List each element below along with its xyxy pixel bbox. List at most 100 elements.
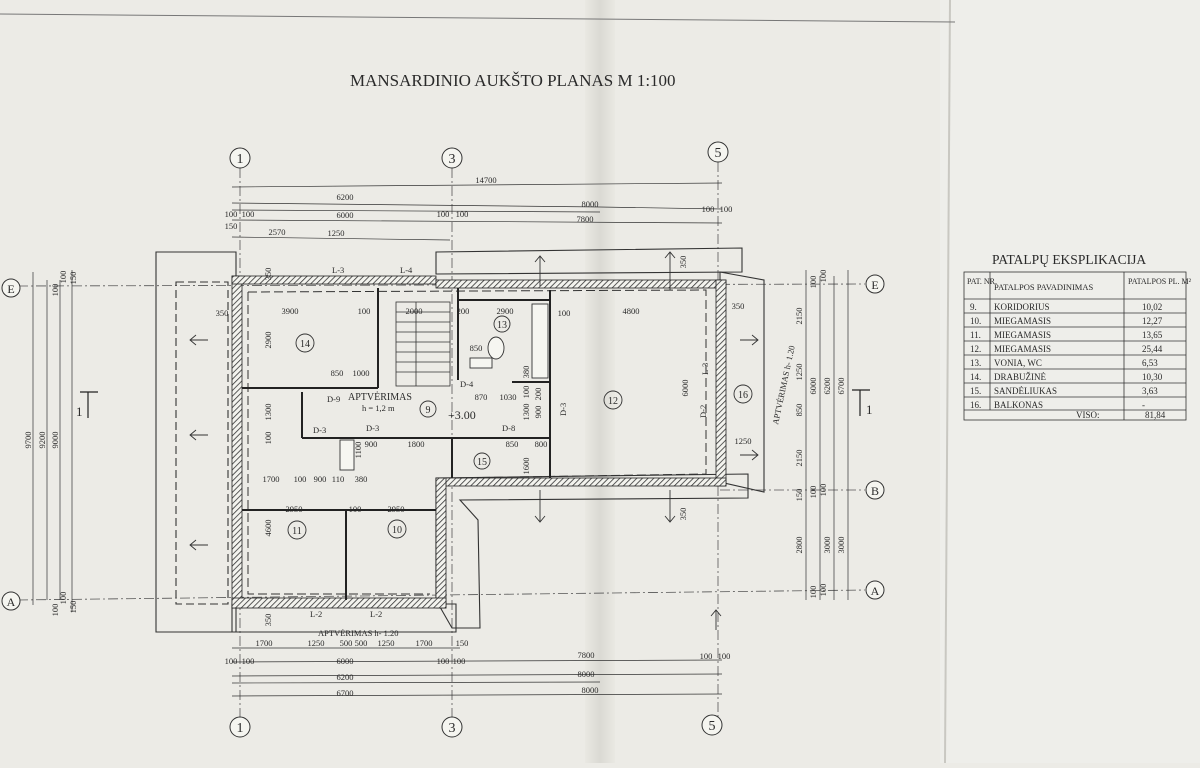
dimension-label: 6200 bbox=[337, 672, 354, 682]
dimension-label: 350 bbox=[216, 308, 229, 318]
dimension-label: 2570 bbox=[269, 227, 286, 237]
dimension-label: 150 bbox=[68, 272, 78, 285]
dimension-label: 150 bbox=[225, 221, 238, 231]
dimension-label: 8000 bbox=[582, 199, 599, 209]
dimension-label: 2950 bbox=[286, 504, 303, 514]
axis-label: 5 bbox=[715, 146, 722, 161]
window-label: L-2 bbox=[370, 609, 382, 619]
window-label: L-3 bbox=[332, 265, 344, 275]
railing-label: APTVĖRIMAS h- 1.20 bbox=[318, 628, 399, 638]
dimension-label: 150 bbox=[68, 601, 78, 614]
dimension-label: 350 bbox=[263, 268, 273, 281]
dimension-label: 100 bbox=[808, 276, 818, 289]
explication-cell-name: BALKONAS bbox=[994, 400, 1043, 410]
dimension-label: 100 bbox=[521, 386, 531, 399]
axis-label: E bbox=[871, 278, 878, 292]
railing-height: h = 1,2 m bbox=[362, 403, 395, 413]
dimension-label: 870 bbox=[475, 392, 488, 402]
dimension-label: 850 bbox=[794, 404, 804, 417]
dimension-label: 100 bbox=[818, 270, 828, 283]
door-label: D-3 bbox=[313, 425, 326, 435]
door-label: D-2 bbox=[698, 405, 708, 418]
dimension-label: 100 bbox=[720, 204, 733, 214]
room-number: 15 bbox=[477, 457, 487, 468]
dimension-label: 9200 bbox=[37, 432, 47, 449]
dimension-label: 100 bbox=[225, 656, 238, 666]
dimension-label: 850 bbox=[470, 343, 483, 353]
dimension-label: 100 bbox=[437, 209, 450, 219]
axis-label: 1 bbox=[237, 721, 244, 736]
axis-bubble-right-E bbox=[865, 274, 885, 294]
axis-bubble-top-1 bbox=[229, 147, 251, 169]
room-number: 10 bbox=[392, 525, 402, 536]
dimension-label: 500 bbox=[355, 638, 368, 648]
explication-cell-name: KORIDORIUS bbox=[994, 302, 1050, 312]
dimension-label: 850 bbox=[506, 439, 519, 449]
left-dimensions: 9700 9200 9000 100 100 150 100 100 150 bbox=[23, 271, 78, 617]
dimension-label: 7800 bbox=[577, 214, 594, 224]
dimension-label: 3900 bbox=[282, 306, 299, 316]
top-dimensions: 14700 6200 8000 6000 7800 100 100 100 10… bbox=[225, 175, 733, 238]
balcony-outlines bbox=[155, 247, 765, 633]
axis-label: B bbox=[871, 484, 879, 498]
dimension-label: 900 bbox=[365, 439, 378, 449]
left-dimension-lines bbox=[32, 270, 73, 612]
axis-label: 3 bbox=[449, 721, 456, 736]
axis-bubble-left-A bbox=[1, 591, 21, 611]
explication-cell-name: MIEGAMASIS bbox=[994, 344, 1051, 354]
dimension-label: 100 bbox=[358, 306, 371, 316]
dimension-label: 1030 bbox=[500, 392, 517, 402]
paper-right-sheet bbox=[940, 0, 1200, 763]
door-label: D-9 bbox=[327, 394, 340, 404]
door-label: D-4 bbox=[460, 379, 474, 389]
plan-title: MANSARDINIO AUKŠTO PLANAS M 1:100 bbox=[350, 71, 676, 90]
dimension-label: 1000 bbox=[353, 368, 370, 378]
explication-cell-nr: 9. bbox=[970, 302, 977, 312]
dimension-label: 9000 bbox=[50, 432, 60, 449]
explication-cell-nr: 14. bbox=[970, 372, 981, 382]
door-label: D-3 bbox=[558, 403, 568, 416]
dimension-label: 100 bbox=[818, 484, 828, 497]
top-roof-edge bbox=[435, 247, 743, 275]
dimension-label: 6700 bbox=[836, 378, 846, 395]
dimension-label: 1250 bbox=[794, 364, 804, 381]
room-number: 13 bbox=[497, 320, 507, 331]
dimension-label: 2800 bbox=[794, 537, 804, 554]
dimension-label: 350 bbox=[263, 614, 273, 627]
room-bubbles bbox=[287, 315, 753, 540]
explication-table: PATALPŲ EKSPLIKACIJA PAT. NR. PATALPOS P… bbox=[963, 252, 1192, 421]
dimension-label: 1600 bbox=[521, 458, 531, 475]
dimension-label: 100 bbox=[349, 504, 362, 514]
explication-cell-area: 6,53 bbox=[1142, 358, 1158, 368]
level-mark: +3.00 bbox=[448, 408, 476, 422]
dimension-label: 200 bbox=[533, 388, 543, 401]
top-dimension-lines bbox=[231, 182, 723, 241]
dimension-label: 100 bbox=[808, 486, 818, 499]
dimension-label: 100 bbox=[58, 271, 68, 284]
dimension-label: 350 bbox=[732, 301, 745, 311]
dimension-label: 2900 bbox=[263, 332, 273, 349]
explication-total-value: 81,84 bbox=[1145, 410, 1166, 420]
dimension-label: 100 bbox=[718, 651, 731, 661]
bathtub bbox=[531, 303, 549, 379]
sheet-frame-top bbox=[0, 13, 956, 23]
dimension-label: 380 bbox=[355, 474, 368, 484]
dimension-label: 3000 bbox=[836, 537, 846, 554]
staircase bbox=[395, 301, 451, 387]
dimension-label: 100 bbox=[242, 209, 255, 219]
axis-bubble-labels: 1 3 5 1 3 5 E A E B A bbox=[7, 146, 880, 736]
room-number: 11 bbox=[292, 526, 302, 537]
explication-cell-area: 13,65 bbox=[1142, 330, 1163, 340]
door-label: D-3 bbox=[366, 423, 379, 433]
section-label-right: 1 bbox=[866, 402, 873, 417]
dimension-label: 1700 bbox=[416, 638, 433, 648]
section-mark-left bbox=[80, 391, 98, 418]
axis-label: E bbox=[7, 282, 14, 296]
dimension-label: 380 bbox=[521, 366, 531, 379]
explication-cell-area: 10,30 bbox=[1142, 372, 1163, 382]
dimension-label: 1300 bbox=[263, 404, 273, 421]
explication-cell-nr: 15. bbox=[970, 386, 981, 396]
dimension-label: 1300 bbox=[521, 404, 531, 421]
dimension-label: 100 bbox=[50, 284, 60, 297]
